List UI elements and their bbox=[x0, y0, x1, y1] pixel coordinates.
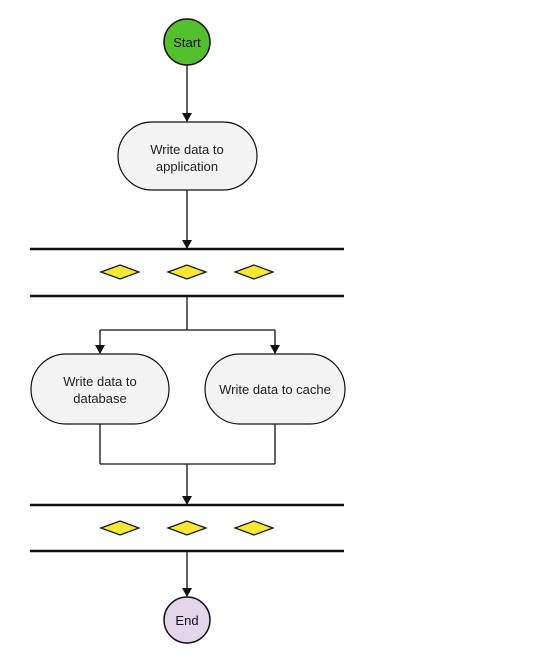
database-label-line2: database bbox=[73, 391, 127, 406]
process-write-application: Write data to application bbox=[117, 121, 258, 191]
join-diamond-3 bbox=[233, 520, 275, 536]
fork-diamond-1 bbox=[99, 264, 141, 280]
start-node: Start bbox=[163, 18, 211, 66]
start-label: Start bbox=[173, 35, 201, 50]
join-bar bbox=[30, 503, 344, 553]
process-shape-database bbox=[30, 353, 170, 425]
application-label-line2: application bbox=[156, 159, 218, 174]
database-label-line1: Write data to bbox=[63, 374, 136, 389]
end-circle bbox=[163, 596, 211, 644]
process-write-cache: Write data to cache bbox=[204, 353, 346, 425]
end-label: End bbox=[175, 613, 198, 628]
process-write-database: Write data to database bbox=[30, 353, 170, 425]
fork-diamond-2 bbox=[166, 264, 208, 280]
join-diamond-2 bbox=[166, 520, 208, 536]
cache-label: Write data to cache bbox=[219, 382, 331, 397]
fork-diamond-3 bbox=[233, 264, 275, 280]
join-diamond-1 bbox=[99, 520, 141, 536]
end-node: End bbox=[163, 596, 211, 644]
fork-bar bbox=[30, 247, 344, 298]
application-label-line1: Write data to bbox=[150, 142, 223, 157]
